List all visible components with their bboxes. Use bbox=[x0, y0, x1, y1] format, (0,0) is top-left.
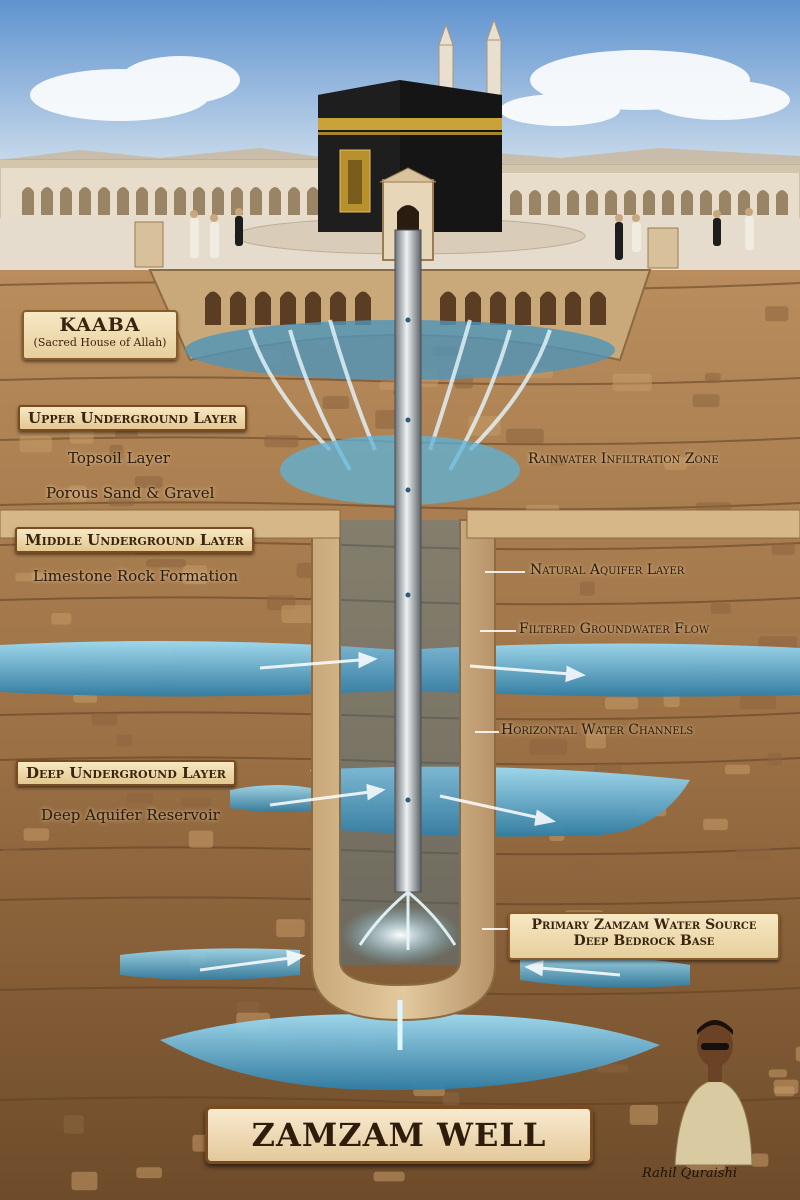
stone-pillars bbox=[134, 221, 679, 269]
page-title: ZAMZAM WELL bbox=[251, 1116, 547, 1154]
author-signature: Rahil Quraishi bbox=[642, 1166, 738, 1181]
deep-aquifer-reservoir-label: Deep Aquifer Reservoir bbox=[41, 806, 220, 824]
pilgrims bbox=[190, 208, 754, 260]
natural-aquifer-layer-label: Natural Aquifer Layer bbox=[530, 562, 685, 578]
title-banner: ZAMZAM WELL bbox=[205, 1106, 593, 1164]
primary-source-box: Primary Zamzam Water Source Deep Bedrock… bbox=[508, 912, 780, 960]
limestone-rock-formation-label: Limestone Rock Formation bbox=[33, 567, 238, 585]
pipe-joints bbox=[405, 317, 411, 803]
porous-sand-gravel-label: Porous Sand & Gravel bbox=[46, 484, 215, 502]
author-portrait bbox=[674, 1020, 753, 1166]
kaaba-label-name: KAABA bbox=[59, 314, 141, 336]
filtered-pointer bbox=[480, 630, 516, 632]
water-channel-bedrock bbox=[120, 948, 690, 988]
primary-source-line1: Primary Zamzam Water Source bbox=[531, 917, 757, 933]
upper-underground-layer-label: Upper Underground Layer bbox=[18, 405, 248, 431]
kaaba bbox=[318, 80, 502, 232]
aquifer-pointer bbox=[485, 571, 525, 573]
middle-underground-layer-label: Middle Underground Layer bbox=[15, 527, 254, 553]
deep-underground-layer-label: Deep Underground Layer bbox=[16, 760, 236, 786]
channels-pointer bbox=[475, 731, 499, 733]
flow-arrows bbox=[199, 651, 621, 977]
clouds bbox=[30, 50, 790, 126]
filtered-groundwater-flow-label: Filtered Groundwater Flow bbox=[519, 621, 710, 637]
kaaba-label: KAABA (Sacred House of Allah) bbox=[22, 310, 178, 360]
topsoil-layer-label: Topsoil Layer bbox=[68, 449, 170, 467]
pipe-outflow-splash bbox=[358, 890, 457, 950]
primary-source-line2: Deep Bedrock Base bbox=[573, 933, 715, 949]
central-pipe bbox=[394, 229, 422, 893]
bedrock-reservoir bbox=[160, 1014, 660, 1091]
rainwater-infiltration-zone-label: Rainwater Infiltration Zone bbox=[528, 451, 719, 467]
source-pointer bbox=[482, 928, 510, 930]
horizontal-water-channels-label: Horizontal Water Channels bbox=[501, 722, 694, 738]
kaaba-label-subtitle: (Sacred House of Allah) bbox=[33, 336, 167, 349]
